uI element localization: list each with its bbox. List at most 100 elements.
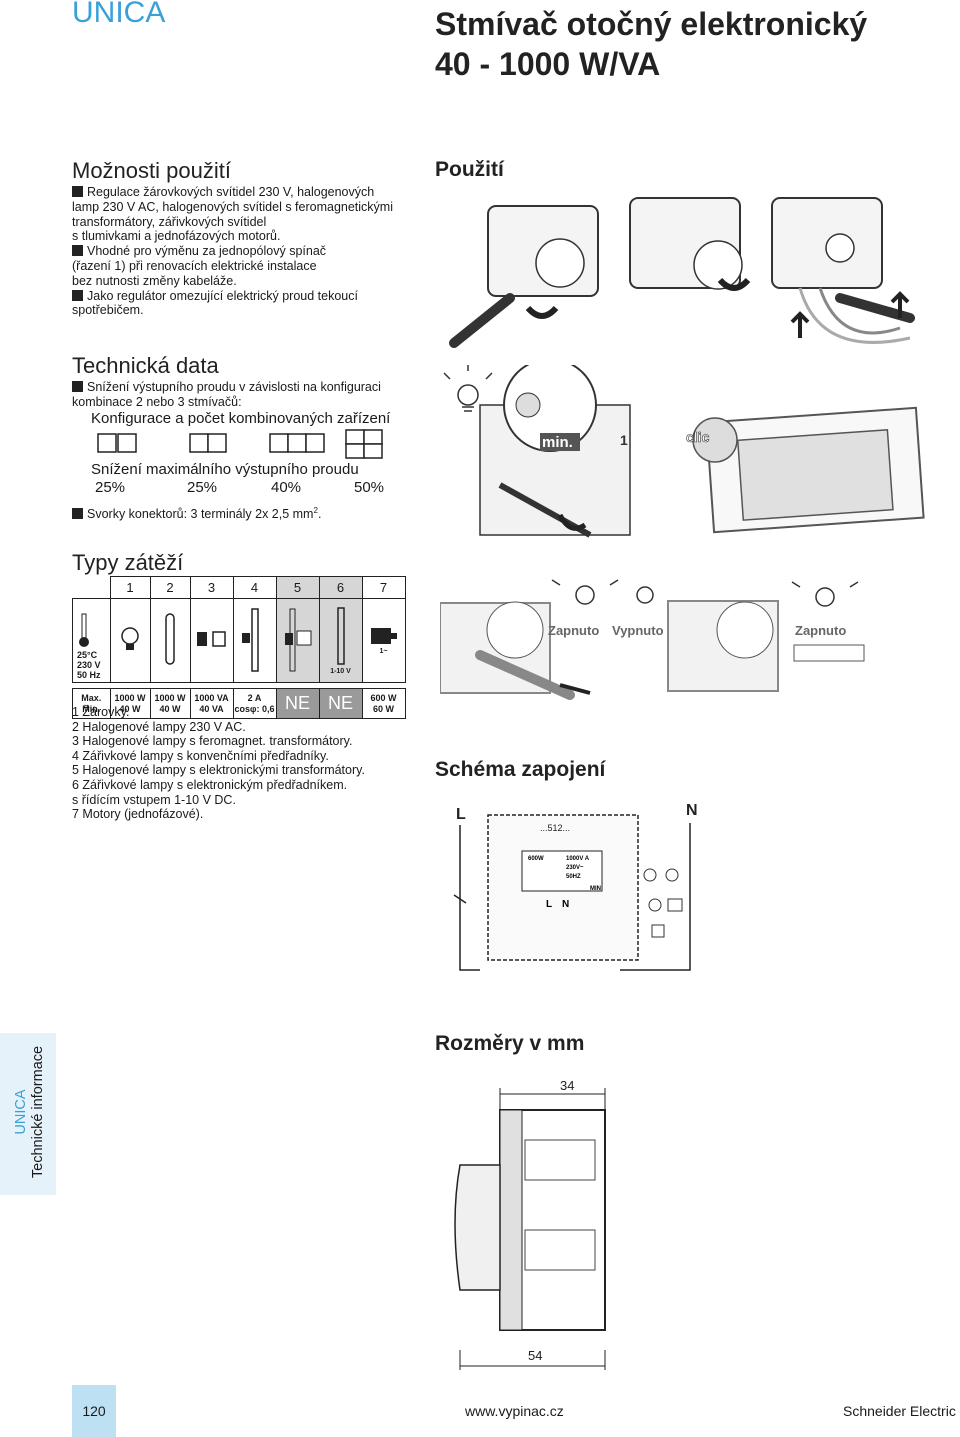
title-line-1: Stmívač otočný elektronický	[435, 6, 868, 42]
usage-bullet-3: Jako regulátor omezující elektrický prou…	[72, 288, 358, 318]
electronic-transformer-icon-cell	[275, 598, 320, 683]
transformer-icon-cell	[189, 598, 234, 683]
config-label: Konfigurace a počet kombinovaných zaříze…	[91, 410, 391, 427]
config-icons	[97, 429, 383, 459]
operation-illustration: Zapnuto Vypnuto Zapnuto	[440, 579, 865, 700]
reduction-label: Snížení maximálního výstupního proudu	[91, 461, 359, 478]
footer-company: Schneider Electric	[843, 1403, 956, 1419]
wiring-diagram: L N ...512... 600W 1000V A 230V~ 50HZ MI…	[453, 802, 698, 971]
terminal-l: L	[546, 899, 552, 910]
motor-label: 1~	[379, 648, 388, 655]
legend-item: s řídícím vstupem 1-10 V DC.	[72, 792, 236, 807]
load-col-6: 6	[318, 576, 363, 599]
motor-icon	[370, 628, 397, 644]
usage-bullets: Regulace žárovkových svítidel 230 V, hal…	[72, 185, 412, 318]
setting-illustration: min. 1 clic	[443, 365, 925, 538]
electronic-transformer-icon	[284, 608, 311, 671]
load-col-7: 7	[361, 576, 406, 599]
legend-item: 5 Halogenové lampy s elektronickými tran…	[72, 763, 365, 778]
side-tab: UNICA Technické informace	[0, 1033, 56, 1195]
installation-illustration	[449, 197, 915, 348]
count-label: 1	[620, 432, 628, 448]
usage-bullet-2: Vhodné pro výměnu za jednopólový spínač …	[72, 244, 327, 288]
dimension-drawing: 34 54	[454, 1078, 606, 1370]
bullet-square-icon	[72, 381, 83, 392]
wiring-heading: Schéma zapojení	[435, 758, 606, 781]
load-legend: 1 Žárovky. 2 Halogenové lampy 230 V AC. …	[72, 705, 365, 822]
terminals-line: Svorky konektorů: 3 terminály 2x 2,5 mm2…	[72, 504, 321, 522]
load-col-4: 4	[232, 576, 277, 599]
title-line-2: 40 - 1000 W/VA	[435, 46, 661, 82]
halogen-tube-icon	[165, 612, 175, 665]
footer-url[interactable]: www.vypinac.cz	[465, 1403, 564, 1419]
dim-depth: 54	[528, 1348, 542, 1363]
on-label: Zapnuto	[548, 623, 599, 638]
side-tab-label: Technické informace	[30, 1045, 46, 1179]
on-label-2: Zapnuto	[795, 623, 846, 638]
bullet-square-icon	[72, 289, 83, 301]
percent-4: 50%	[354, 479, 385, 496]
terminal-n: N	[562, 899, 569, 910]
electronic-ballast-icon-cell: 1-10 V	[318, 598, 363, 683]
load-types-table: 1 2 3 4 5 6 7 25°C 230 V 50 Hz 1-10 V 1~…	[72, 576, 406, 719]
percent-1: 25%	[95, 479, 126, 496]
wiring-n-label: N	[686, 802, 698, 819]
usage-bullet-1: Regulace žárovkových svítidel 230 V, hal…	[72, 185, 393, 244]
motor-icon-cell: 1~	[361, 598, 406, 683]
tech-heading: Technická data	[72, 353, 219, 378]
percent-3: 40%	[271, 479, 302, 496]
load-col-3: 3	[189, 576, 234, 599]
halogen-icon-cell	[149, 598, 191, 683]
page-title: Stmívač otočný elektronický 40 - 1000 W/…	[435, 4, 955, 84]
legend-item: 6 Zářivkové lampy s elektronickým předřa…	[72, 777, 348, 792]
brand-title: UNICA	[72, 0, 166, 29]
ctrl-label: 1-10 V	[330, 668, 351, 675]
side-tab-brand: UNICA	[13, 1089, 29, 1135]
spec-230v: 230V~	[566, 865, 584, 871]
bullet-square-icon	[72, 245, 83, 257]
conditions-cell: 25°C 230 V 50 Hz	[72, 598, 111, 683]
spec-min: MIN	[590, 886, 601, 892]
bullet-square-icon	[72, 186, 83, 197]
fluorescent-tube-icon	[241, 607, 259, 672]
tech-intro: Snížení výstupního proudu v závislosti n…	[72, 380, 381, 409]
percent-row: 25% 25% 40% 50%	[91, 479, 391, 497]
bullet-square-icon	[72, 508, 83, 520]
wiring-code: ...512...	[540, 823, 570, 833]
page-number: 120	[72, 1385, 116, 1437]
thermometer-icon	[79, 613, 89, 647]
value-cell-5: NE	[275, 688, 320, 719]
value-cell-6: NE	[318, 688, 363, 719]
spec-50hz: 50HZ	[566, 874, 581, 880]
usage-right-heading: Použití	[435, 158, 504, 181]
wiring-l-label: L	[456, 806, 466, 823]
legend-item: 2 Halogenové lampy 230 V AC.	[72, 719, 246, 734]
load-col-1: 1	[109, 576, 151, 599]
spec-1000va: 1000V A	[566, 856, 590, 862]
bulb-icon	[121, 626, 139, 650]
usage-heading: Možnosti použití	[72, 158, 231, 183]
legend-item: 7 Motory (jednofázové).	[72, 807, 204, 822]
dims-heading: Rozměry v mm	[435, 1032, 585, 1055]
fluorescent-icon-cell	[232, 598, 277, 683]
load-col-2: 2	[149, 576, 191, 599]
spec-600w: 600W	[528, 856, 544, 862]
electronic-ballast-icon	[336, 607, 345, 665]
load-col-5: 5	[275, 576, 320, 599]
transformer-icon	[196, 630, 226, 647]
bulb-icon-cell	[109, 598, 151, 683]
legend-item: 4 Zářivkové lampy s konvenčními předřadn…	[72, 748, 329, 763]
maxmin-label-cell: Max.Min.	[72, 688, 111, 719]
legend-item: 3 Halogenové lampy s feromagnet. transfo…	[72, 734, 353, 749]
percent-2: 25%	[187, 479, 218, 496]
clic-label: clic	[686, 429, 710, 445]
off-label: Vypnuto	[612, 623, 664, 638]
min-label: min.	[542, 434, 573, 451]
legend-item: 1 Žárovky.	[72, 705, 130, 719]
loads-heading: Typy zátěží	[72, 550, 184, 575]
dim-width: 34	[560, 1078, 574, 1093]
